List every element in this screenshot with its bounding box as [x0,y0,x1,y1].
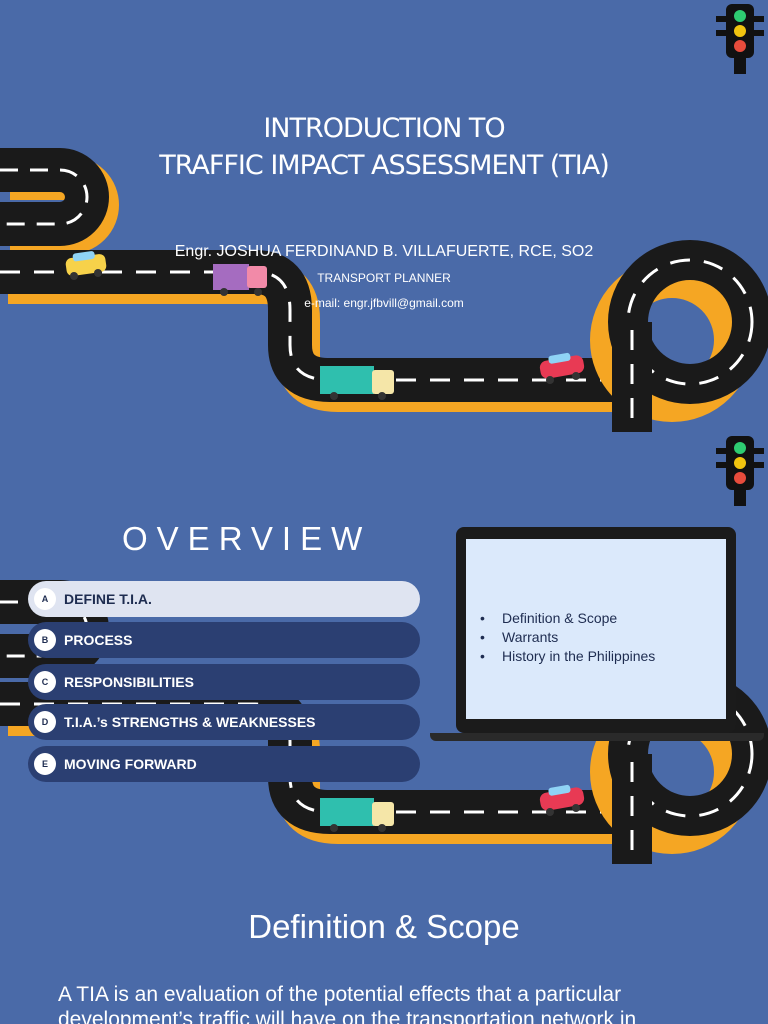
bullet: • [480,610,485,626]
author-role: TRANSPORT PLANNER [317,271,451,285]
author-name: Engr. JOSHUA FERDINAND B. VILLAFUERTE, R… [174,243,594,260]
bullet: • [480,629,485,645]
menu-badge: B [34,629,56,651]
overview-heading: OVERVIEW [122,520,372,557]
title-slide: INTRODUCTION TO TRAFFIC IMPACT ASSESSMEN… [0,0,768,432]
title-line-2: TRAFFIC IMPACT ASSESSMENT (TIA) [159,150,610,181]
laptop-base [430,733,764,741]
truck-teal [320,798,394,832]
menu-item-strengths-weaknesses[interactable]: D T.I.A.’s STRENGTHS & WEAKNESSES [28,704,420,740]
road-loop-right [590,240,768,432]
truck-teal [320,366,394,400]
menu-label: DEFINE T.I.A. [64,591,152,607]
list-item: •History in the Philippines [480,648,656,664]
section-heading: Definition & Scope [248,908,520,945]
menu-label: RESPONSIBILITIES [64,674,194,690]
road-curve-top-left [0,148,119,254]
car-red [539,352,585,384]
menu-label: T.I.A.’s STRENGTHS & WEAKNESSES [64,714,316,730]
traffic-light-icon [716,4,764,74]
list-item: •Definition & Scope [480,610,618,626]
laptop-frame: •Definition & Scope •Warrants •History i… [456,527,736,733]
menu-label: PROCESS [64,632,133,648]
list-item: •Warrants [480,629,559,645]
car-red [539,784,585,816]
menu-badge: A [34,588,56,610]
menu-item-responsibilities[interactable]: C RESPONSIBILITIES [28,664,420,700]
menu-item-define[interactable]: A DEFINE T.I.A. [28,581,420,617]
bullet: • [480,648,485,664]
author-email: e-mail: engr.jfbvill@gmail.com [304,296,464,310]
truck-purple [213,264,267,296]
definition-paragraph: A TIA is an evaluation of the potential … [58,983,637,1024]
traffic-light-icon [716,436,764,506]
car-yellow [65,251,107,280]
topic-list: •Definition & Scope •Warrants •History i… [480,609,655,666]
definition-slide: Definition & Scope A TIA is an evaluatio… [0,864,768,1024]
menu-item-process[interactable]: B PROCESS [28,622,420,658]
title-line-1: INTRODUCTION TO [263,113,505,144]
laptop-screen: •Definition & Scope •Warrants •History i… [466,539,726,719]
menu-badge: D [34,711,56,733]
menu-item-moving-forward[interactable]: E MOVING FORWARD [28,746,420,782]
menu-badge: C [34,671,56,693]
road-main [0,250,623,412]
overview-slide: OVERVIEW A DEFINE T.I.A. B PROCESS C RES… [0,432,768,864]
road-illustration [0,4,768,432]
menu-badge: E [34,753,56,775]
menu-label: MOVING FORWARD [64,756,197,772]
